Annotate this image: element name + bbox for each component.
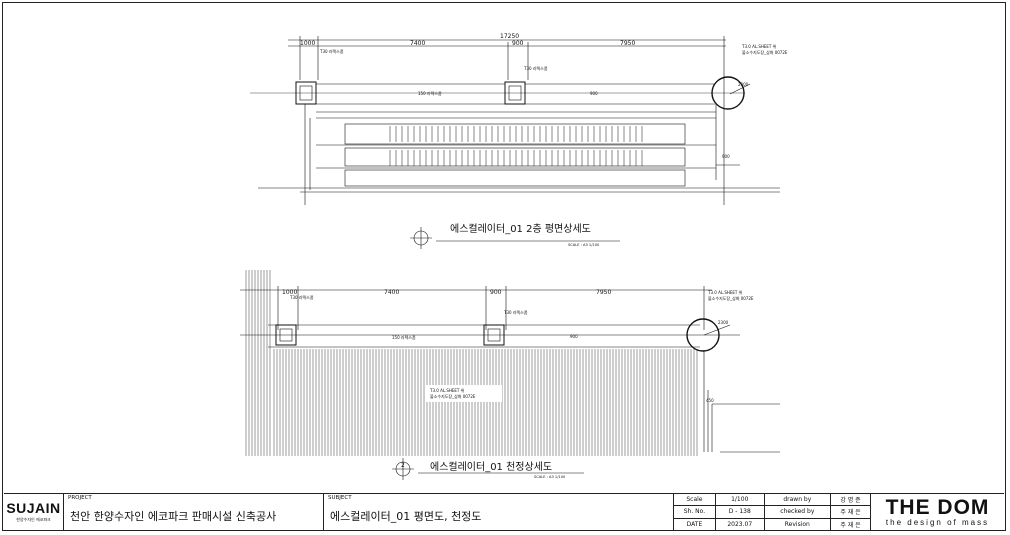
client-logo: SUJAIN 한양수자인 에코파크 <box>4 494 64 530</box>
dim-3: 900 <box>512 40 524 47</box>
dim-v: 900 <box>590 91 598 96</box>
view-number-2: 2 <box>401 462 405 469</box>
grid-cell: Sh. No. <box>674 505 716 519</box>
grid-cell: drawn by <box>764 494 832 507</box>
info-grid: Scale 1/100 drawn by 강 명 준 Sh. No. D - 1… <box>674 494 871 530</box>
callout-right-1: T3.0 AL.SHEET 위 <box>741 43 777 49</box>
grid-cell: 2023.07 <box>715 518 765 530</box>
dim2-3: 900 <box>490 289 502 296</box>
grid-cell: 주 재 은 <box>830 505 870 519</box>
dim-4: 7950 <box>620 40 635 47</box>
callout2-right-1: T3.0 AL.SHEET 위 <box>707 289 743 295</box>
dim-1: 1000 <box>300 40 315 47</box>
dim-total: 17250 <box>500 33 519 40</box>
firm-logo-text: THE DOM <box>885 495 990 519</box>
grid-cell: 1/100 <box>715 494 765 507</box>
grid-cell: D - 138 <box>715 505 765 519</box>
table-row: DATE 2023.07 Revision 주 재 은 <box>674 518 870 530</box>
subject-cell: SUBJECT 에스컬레이터_01 평면도, 천정도 <box>324 494 674 530</box>
dim-small: 900 <box>722 154 730 159</box>
project-cell: PROJECT 천안 한양수자인 에코파크 판매시설 신축공사 <box>64 494 324 530</box>
callout2-right-2: 불소수지도장_삼화 0072E <box>708 295 754 301</box>
grid-cell: checked by <box>764 505 832 519</box>
dim-2: 7400 <box>410 40 425 47</box>
callout-mid: T30 라텍스폼 <box>523 65 548 71</box>
title-block: SUJAIN 한양수자인 에코파크 PROJECT 천안 한양수자인 에코파크 … <box>4 493 1004 530</box>
drawing-area: 17250 1000 7400 900 7950 T30 라텍스폼 T30 라텍… <box>240 33 788 480</box>
callout-beam: 150 라텍스폼 <box>418 90 442 96</box>
callout2-mid: T30 라텍스폼 <box>503 309 528 315</box>
callout-left: T30 라텍스폼 <box>319 48 344 54</box>
project-label: PROJECT <box>68 495 92 501</box>
grid-cell: Scale <box>674 494 716 507</box>
grid-cell: Revision <box>764 518 832 530</box>
dim2-small: 450 <box>706 398 714 403</box>
callout2-left: T30 라텍스폼 <box>289 294 314 300</box>
firm-logo: THE DOM the design of mass <box>871 494 1004 530</box>
callout2-beam: 150 라텍스폼 <box>392 334 416 340</box>
view-title-1: 에스컬레이터_01 2층 평면상세도 <box>450 222 591 235</box>
dim2-2: 7400 <box>384 289 399 296</box>
callout-ceiling-2: 불소수지도장_삼화 0072E <box>430 393 476 399</box>
dim-circle: 2300 <box>738 82 749 87</box>
project-name: 천안 한양수자인 에코파크 판매시설 신축공사 <box>70 510 277 523</box>
callout-right-2: 불소수지도장_삼화 0072E <box>742 49 788 55</box>
table-row: Sh. No. D - 138 checked by 주 재 은 <box>674 505 870 519</box>
view-scale-2: SCALE : A3 1/100 <box>534 475 566 479</box>
grid-cell: 주 재 은 <box>840 521 861 529</box>
table-row: Scale 1/100 drawn by 강 명 준 <box>674 494 870 507</box>
firm-logo-sub: the design of mass <box>885 517 990 527</box>
client-logo-text: SUJAIN <box>6 500 61 516</box>
grid-cell: DATE <box>674 518 716 530</box>
subject-label: SUBJECT <box>328 495 352 501</box>
dim2-v: 900 <box>570 334 578 339</box>
subject-name: 에스컬레이터_01 평면도, 천정도 <box>330 510 482 523</box>
dim2-1: 1000 <box>282 289 297 296</box>
dim2-4: 7950 <box>596 289 611 296</box>
dim2-circle: 2300 <box>718 320 729 325</box>
view-scale-1: SCALE : A3 1/100 <box>568 243 600 247</box>
ceiling-hatch <box>245 270 698 457</box>
view-title-2: 에스컬레이터_01 천정상세도 <box>430 460 552 473</box>
callout-ceiling-1: T3.0 AL.SHEET 위 <box>429 387 465 393</box>
client-logo-sub: 한양수자인 에코파크 <box>16 517 51 522</box>
grid-cell: 강 명 준 <box>830 494 870 507</box>
